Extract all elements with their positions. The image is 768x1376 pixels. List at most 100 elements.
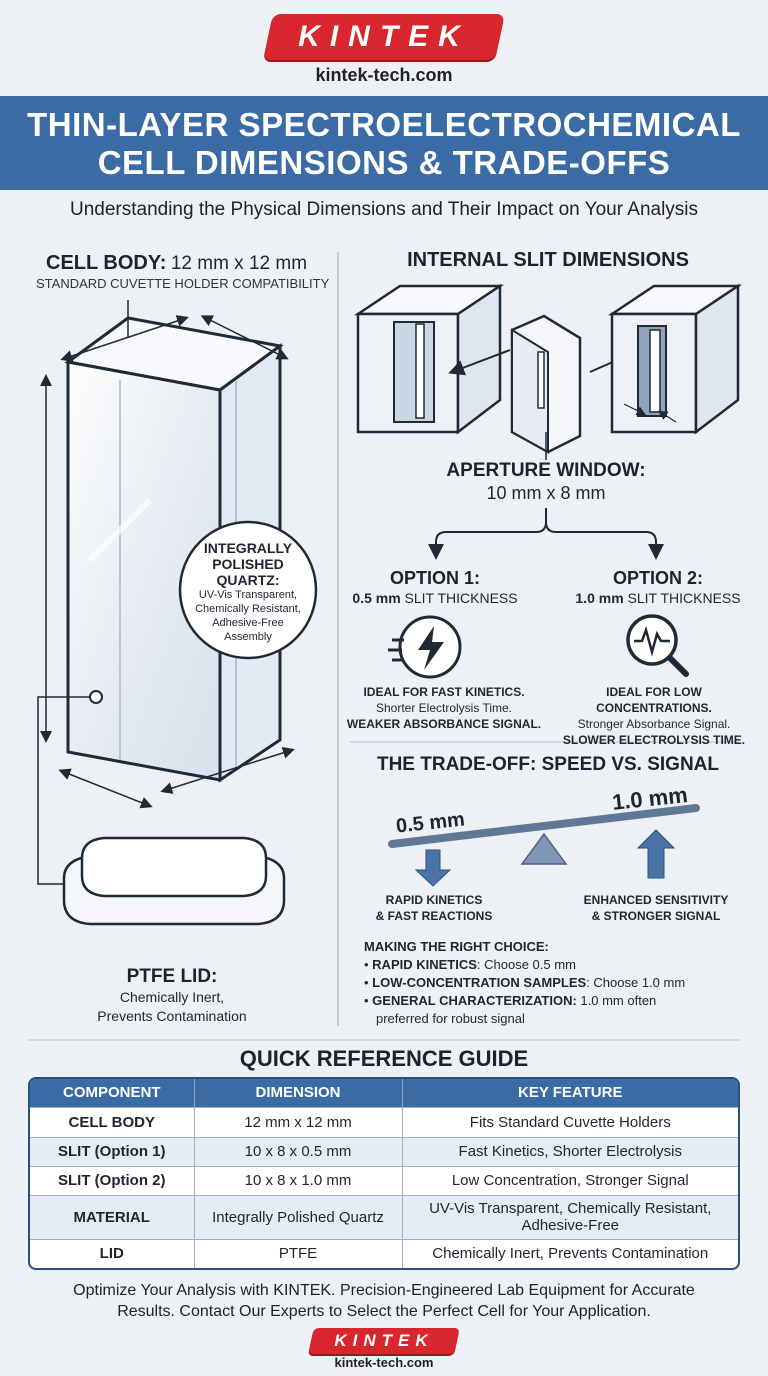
option2-header: OPTION 2: 1.0 mm SLIT THICKNESS bbox=[570, 568, 746, 607]
slit-cube-right bbox=[607, 283, 743, 435]
table-cell: Fits Standard Cuvette Holders bbox=[402, 1106, 738, 1137]
choice-item-2: • LOW-CONCENTRATION SAMPLES: Choose 1.0 … bbox=[364, 975, 686, 990]
footer-logo: KINTEK bbox=[308, 1328, 460, 1354]
table-cell: 10 x 8 x 0.5 mm bbox=[194, 1136, 403, 1166]
reference-header-component: COMPONENT bbox=[30, 1079, 195, 1107]
slit-title: INTERNAL SLIT DIMENSIONS bbox=[407, 249, 689, 271]
option2-line-1: IDEAL FOR LOW CONCENTRATIONS. bbox=[596, 685, 712, 715]
aperture-label: APERTURE WINDOW: bbox=[446, 460, 646, 481]
footer-line-1: Optimize Your Analysis with KINTEK. Prec… bbox=[73, 1282, 695, 1299]
option1-thickness: 0.5 mm SLIT THICKNESS bbox=[350, 589, 520, 607]
quartz-title-1: INTEGRALLY bbox=[203, 540, 293, 556]
option1-description: IDEAL FOR FAST KINETICS. Shorter Electro… bbox=[346, 684, 542, 732]
seesaw-drawing bbox=[388, 804, 700, 887]
table-cell: Integrally Polished Quartz bbox=[194, 1194, 403, 1239]
quartz-title-3: QUARTZ: bbox=[216, 572, 280, 588]
option2-thickness-value: 1.0 mm bbox=[575, 590, 624, 606]
insert-arrow-1 bbox=[448, 349, 511, 376]
table-row: SLIT (Option 2) 10 x 8 x 1.0 mm Low Conc… bbox=[30, 1165, 738, 1195]
brand-url: kintek-tech.com bbox=[315, 65, 453, 85]
table-row: LID PTFE Chemically Inert, Prevents Cont… bbox=[30, 1238, 738, 1268]
page-title-line1: THIN-LAYER SPECTROELECTROCHEMICAL bbox=[27, 106, 741, 143]
lightning-icon bbox=[388, 615, 462, 679]
table-cell: 12 mm x 12 mm bbox=[194, 1106, 403, 1137]
choice-item-2-rest: : Choose 1.0 mm bbox=[586, 975, 686, 990]
reference-table: COMPONENT DIMENSION KEY FEATURE CELL BOD… bbox=[28, 1077, 740, 1270]
tradeoff-left-caption: RAPID KINETICS & FAST REACTIONS bbox=[364, 892, 504, 924]
page-subtitle: Understanding the Physical Dimensions an… bbox=[69, 199, 699, 220]
option1-line-1: IDEAL FOR FAST KINETICS. bbox=[363, 685, 525, 699]
choice-item-1-rest: : Choose 0.5 mm bbox=[476, 957, 576, 972]
choice-item-1-bold: RAPID KINETICS bbox=[372, 957, 477, 972]
aperture-block: APERTURE WINDOW: 10 mm x 8 mm bbox=[420, 460, 672, 504]
tradeoff-left-caption-2: & FAST REACTIONS bbox=[375, 909, 493, 923]
table-cell: MATERIAL bbox=[30, 1194, 195, 1239]
table-cell: 10 x 8 x 1.0 mm bbox=[194, 1165, 403, 1195]
choice-item-3: • GENERAL CHARACTERIZATION: 1.0 mm often bbox=[364, 993, 657, 1008]
magnifier-signal-icon bbox=[626, 614, 689, 677]
choice-item-1: • RAPID KINETICS: Choose 0.5 mm bbox=[364, 957, 576, 972]
table-cell: Chemically Inert, Prevents Contamination bbox=[402, 1238, 738, 1268]
tradeoff-right-caption-1: ENHANCED SENSITIVITY bbox=[583, 893, 729, 907]
title-banner: THIN-LAYER SPECTROELECTROCHEMICAL CELL D… bbox=[0, 96, 768, 190]
option1-line-3: WEAKER ABSORBANCE SIGNAL. bbox=[346, 717, 542, 731]
choice-item-3-bold: GENERAL CHARACTERIZATION: bbox=[372, 993, 577, 1008]
tradeoff-title: THE TRADE-OFF: SPEED VS. SIGNAL bbox=[376, 754, 720, 775]
right-choice-block: MAKING THE RIGHT CHOICE: • RAPID KINETIC… bbox=[364, 938, 744, 1028]
footer-url: kintek-tech.com bbox=[334, 1355, 434, 1370]
option2-line-2: Stronger Absorbance Signal. bbox=[577, 717, 731, 731]
reference-header-dimension: DIMENSION bbox=[194, 1079, 403, 1107]
quartz-callout: INTEGRALLY POLISHED QUARTZ: UV-Vis Trans… bbox=[186, 540, 310, 644]
quartz-line-4: Assembly bbox=[224, 631, 272, 643]
cell-body-note: STANDARD CUVETTE HOLDER COMPATIBILITY bbox=[36, 276, 330, 291]
ptfe-lid-line-2: Prevents Contamination bbox=[97, 1008, 247, 1024]
choice-item-2-bold: LOW-CONCENTRATION SAMPLES bbox=[372, 975, 587, 990]
table-cell: LID bbox=[30, 1238, 195, 1268]
quartz-line-2: Chemically Resistant, bbox=[195, 603, 301, 615]
reference-header-feature: KEY FEATURE bbox=[402, 1079, 738, 1107]
option2-line-3: SLOWER ELECTROLYSIS TIME. bbox=[562, 733, 746, 747]
quartz-line-3: Adhesive-Free bbox=[212, 617, 284, 629]
choice-item-3-rest: 1.0 mm often bbox=[576, 993, 657, 1008]
cuvette-drawing bbox=[37, 300, 318, 885]
table-cell: SLIT (Option 1) bbox=[30, 1136, 195, 1166]
slit-window-plate bbox=[510, 314, 582, 454]
option2-title: OPTION 2: bbox=[612, 568, 703, 588]
tradeoff-right-caption: ENHANCED SENSITIVITY & STRONGER SIGNAL bbox=[566, 892, 746, 924]
reference-title: QUICK REFERENCE GUIDE bbox=[239, 1046, 529, 1071]
table-cell: Low Concentration, Stronger Signal bbox=[402, 1165, 738, 1195]
table-row: CELL BODY 12 mm x 12 mm Fits Standard Cu… bbox=[30, 1106, 738, 1137]
footer-text: Optimize Your Analysis with KINTEK. Prec… bbox=[0, 1280, 768, 1322]
table-cell: SLIT (Option 2) bbox=[30, 1165, 195, 1195]
aperture-dims: 10 mm x 8 mm bbox=[486, 483, 606, 503]
option1-thickness-value: 0.5 mm bbox=[352, 590, 401, 606]
option2-description: IDEAL FOR LOW CONCENTRATIONS. Stronger A… bbox=[550, 684, 758, 748]
table-cell: UV-Vis Transparent, Chemically Resistant… bbox=[402, 1194, 738, 1239]
option1-thickness-label: SLIT THICKNESS bbox=[404, 590, 518, 606]
cell-body-dims: 12 mm x 12 mm bbox=[170, 253, 308, 274]
table-row: SLIT (Option 1) 10 x 8 x 0.5 mm Fast Kin… bbox=[30, 1136, 738, 1166]
quartz-line-1: UV-Vis Transparent, bbox=[198, 589, 298, 601]
choice-title: MAKING THE RIGHT CHOICE: bbox=[364, 939, 549, 954]
table-cell: Fast Kinetics, Shorter Electrolysis bbox=[402, 1136, 738, 1166]
table-row: MATERIAL Integrally Polished Quartz UV-V… bbox=[30, 1194, 738, 1239]
footer-logo-text: KINTEK bbox=[334, 1331, 434, 1350]
choice-item-3-cont: preferred for robust signal bbox=[376, 1011, 525, 1026]
table-cell: PTFE bbox=[194, 1238, 403, 1268]
option1-line-2: Shorter Electrolysis Time. bbox=[375, 701, 513, 715]
tradeoff-left-caption-1: RAPID KINETICS bbox=[385, 893, 483, 907]
tradeoff-right-caption-2: & STRONGER SIGNAL bbox=[591, 909, 721, 923]
option1-header: OPTION 1: 0.5 mm SLIT THICKNESS bbox=[350, 568, 520, 607]
ptfe-lid-drawing bbox=[62, 836, 286, 926]
footer-line-2: Results. Contact Our Experts to Select t… bbox=[117, 1303, 651, 1320]
quartz-title-2: POLISHED bbox=[212, 556, 284, 572]
page-title-line2: CELL DIMENSIONS & TRADE-OFFS bbox=[97, 144, 671, 181]
option1-title: OPTION 1: bbox=[389, 568, 480, 588]
table-cell: CELL BODY bbox=[30, 1106, 195, 1137]
slit-cube-left bbox=[353, 283, 505, 435]
ptfe-lid-line-1: Chemically Inert, bbox=[119, 989, 225, 1005]
cell-body-label: CELL BODY: bbox=[46, 252, 167, 274]
cell-body-heading: CELL BODY: 12 mm x 12 mm bbox=[46, 252, 307, 275]
ptfe-lid-caption: PTFE LID: Chemically Inert, Prevents Con… bbox=[40, 966, 304, 1026]
